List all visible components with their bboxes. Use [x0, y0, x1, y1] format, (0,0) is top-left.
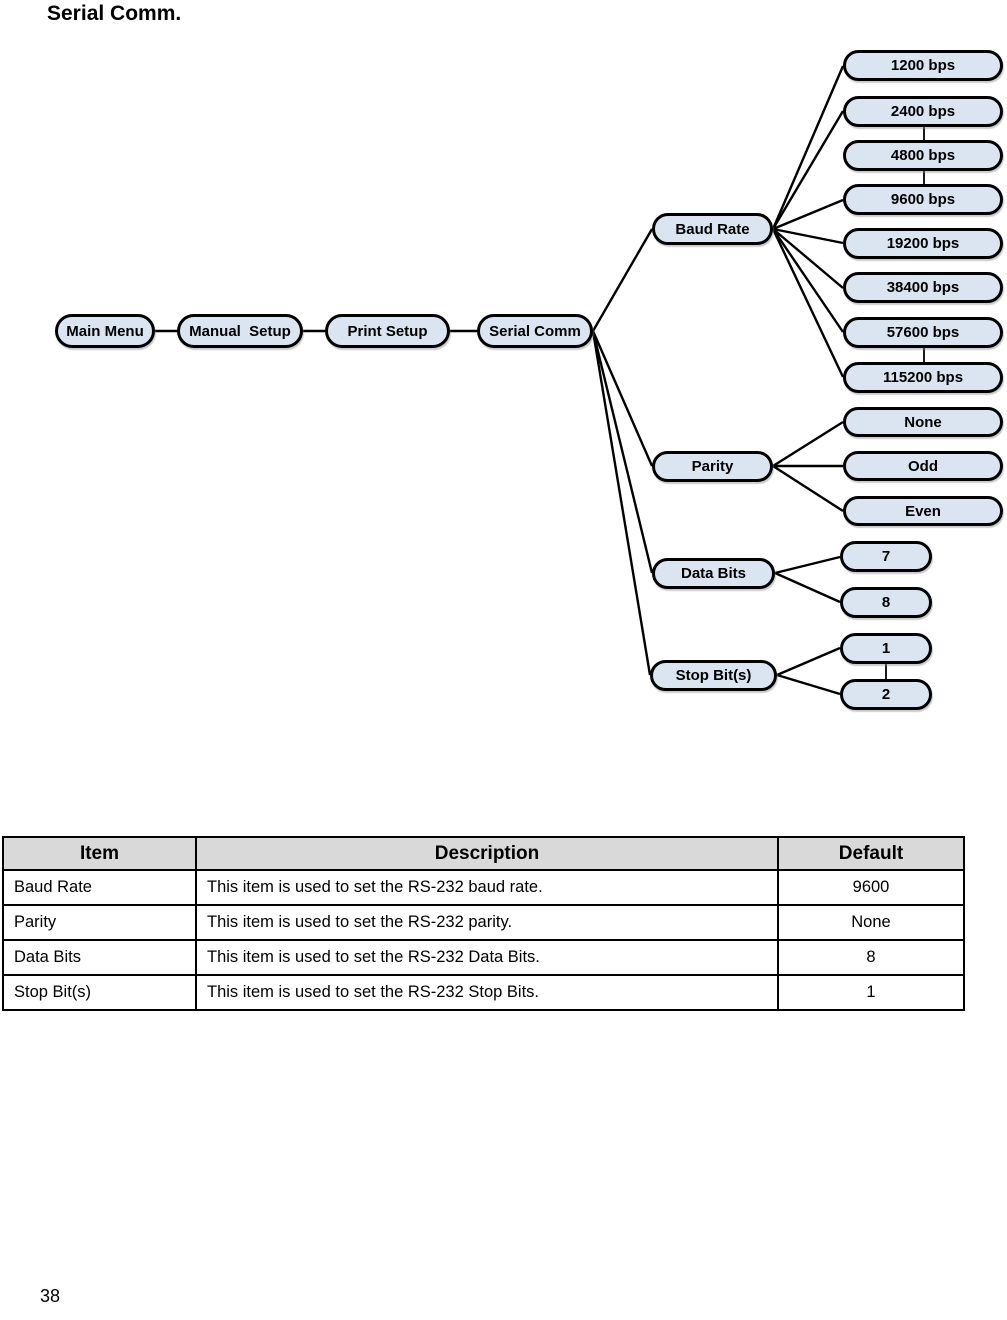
- column-header-default: Default: [777, 836, 965, 871]
- cell-default: None: [777, 904, 965, 941]
- node-databits-8: 8: [840, 587, 932, 618]
- node-databits-7: 7: [840, 541, 932, 572]
- node-serial-comm: Serial Comm: [477, 314, 593, 348]
- connector-lines: [155, 65, 925, 696]
- node-stopbit-2: 2: [840, 679, 932, 710]
- table-header-row: Item Description Default: [2, 836, 965, 871]
- cell-item: Data Bits: [2, 939, 197, 976]
- node-19200bps: 19200 bps: [843, 228, 1003, 259]
- node-parity: Parity: [652, 451, 773, 482]
- cell-item: Baud Rate: [2, 869, 197, 906]
- cell-default: 1: [777, 974, 965, 1011]
- node-57600bps: 57600 bps: [843, 317, 1003, 348]
- cell-description: This item is used to set the RS-232 pari…: [195, 904, 779, 941]
- cell-description: This item is used to set the RS-232 Stop…: [195, 974, 779, 1011]
- table-row-stop-bits: Stop Bit(s) This item is used to set the…: [2, 974, 965, 1011]
- table-row-parity: Parity This item is used to set the RS-2…: [2, 904, 965, 941]
- cell-item: Stop Bit(s): [2, 974, 197, 1011]
- node-print-setup: Print Setup: [325, 314, 450, 348]
- node-baud-rate: Baud Rate: [652, 213, 773, 245]
- column-header-description: Description: [195, 836, 779, 871]
- table-row-baud-rate: Baud Rate This item is used to set the R…: [2, 869, 965, 906]
- node-parity-even: Even: [843, 496, 1003, 526]
- node-9600bps: 9600 bps: [843, 184, 1003, 215]
- page-number: 38: [40, 1286, 61, 1306]
- node-main-menu: Main Menu: [55, 314, 155, 348]
- node-2400bps: 2400 bps: [843, 96, 1003, 127]
- column-header-item: Item: [2, 836, 197, 871]
- cell-description: This item is used to set the RS-232 baud…: [195, 869, 779, 906]
- cell-description: This item is used to set the RS-232 Data…: [195, 939, 779, 976]
- menu-tree-diagram: Main Menu Manual Setup Print Setup Seria…: [55, 50, 1003, 710]
- cell-default: 9600: [777, 869, 965, 906]
- node-1200bps: 1200 bps: [843, 50, 1003, 81]
- node-115200bps: 115200 bps: [843, 362, 1003, 393]
- node-stopbit-1: 1: [840, 633, 932, 664]
- settings-table: Item Description Default Baud Rate This …: [2, 836, 965, 1011]
- table-row-data-bits: Data Bits This item is used to set the R…: [2, 939, 965, 976]
- node-4800bps: 4800 bps: [843, 140, 1003, 171]
- cell-item: Parity: [2, 904, 197, 941]
- node-manual-setup: Manual Setup: [177, 314, 303, 348]
- node-parity-none: None: [843, 407, 1003, 437]
- node-stop-bits: Stop Bit(s): [650, 660, 777, 691]
- node-data-bits: Data Bits: [652, 558, 775, 589]
- node-38400bps: 38400 bps: [843, 272, 1003, 303]
- cell-default: 8: [777, 939, 965, 976]
- node-parity-odd: Odd: [843, 451, 1003, 481]
- page-title: Serial Comm.: [47, 2, 182, 25]
